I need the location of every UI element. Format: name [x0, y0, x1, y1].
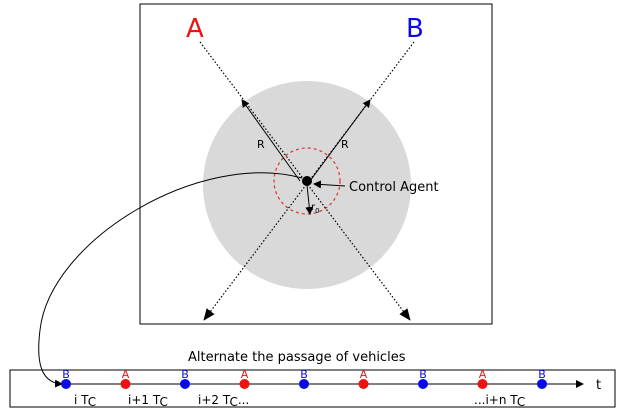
time-label-i: i TC: [74, 393, 96, 409]
radius-arrow-right: [309, 99, 371, 182]
radius-arrow-left: [241, 99, 301, 182]
timeline-frame: [9, 369, 616, 408]
inner-radius-label: r0: [311, 202, 320, 215]
timeline-node-label-1: A: [122, 368, 130, 381]
timeline-node-label-6: B: [419, 368, 427, 381]
road-b-label: B: [406, 14, 424, 44]
radius-label-left: R: [257, 138, 265, 151]
timeline-node-a-7: [477, 379, 488, 389]
control-agent-label: Control Agent: [349, 180, 439, 195]
timeline-node-label-3: A: [241, 368, 249, 381]
timeline-node-a-3: [239, 379, 250, 389]
time-axis-label: t: [596, 378, 601, 393]
timeline-node-label-4: B: [300, 368, 308, 381]
agent-pointer: [313, 180, 346, 189]
intersection-frame: [139, 3, 493, 325]
timeline-node-b-8: [537, 379, 547, 389]
timeline-node-a-5: [358, 379, 369, 389]
time-label-i1: i+1 TC: [128, 393, 168, 409]
timeline-title: Alternate the passage of vehicles: [188, 350, 406, 365]
agent-to-timeline-curve: [38, 172, 303, 388]
timeline-node-b-6: [418, 379, 428, 389]
timeline-node-b-0: [61, 379, 71, 389]
road-a-label: A: [186, 14, 204, 44]
timeline-node-b-4: [299, 379, 309, 389]
timeline-node-label-5: A: [360, 368, 368, 381]
control-agent-node: [302, 176, 312, 186]
inner-zone: [273, 147, 341, 215]
timeline-node-label-8: B: [538, 368, 546, 381]
timeline-node-label-0: B: [62, 368, 70, 381]
timeline-node-b-2: [180, 379, 190, 389]
timeline-node-label-7: A: [479, 368, 487, 381]
timeline-node-a-1: [120, 379, 131, 389]
radius-label-right: R: [341, 138, 349, 151]
time-label-in: ...i+n TC: [474, 393, 525, 409]
time-label-i2: i+2 TC...: [198, 393, 249, 409]
inner-radius-arrow: [305, 184, 314, 215]
timeline-node-label-2: B: [181, 368, 189, 381]
